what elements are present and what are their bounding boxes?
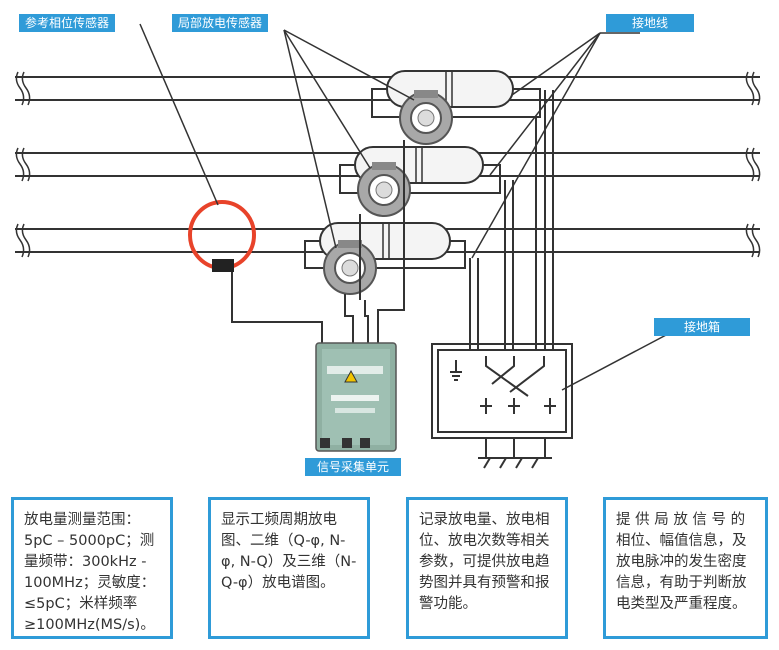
pd-sensor-2	[357, 162, 411, 217]
acquisition-unit-device	[315, 342, 397, 452]
label-acquisition-unit: 信号采集单元	[305, 458, 402, 476]
label-ground-box: 接地箱	[654, 318, 751, 336]
spec-box-analysis: 提 供 局 放 信 号 的 相位、幅值信息，及放电脉冲的发生密度信息，有助于判断…	[603, 497, 768, 639]
pd-sensor-3	[323, 240, 377, 295]
label-pd-sensor: 局部放电传感器	[172, 14, 269, 32]
leader-lines	[139, 23, 669, 391]
spec-box-measurement: 放电量测量范围：5pC – 5000pC；测量频带：300kHz - 100MH…	[11, 497, 173, 639]
cable-break-marks	[15, 71, 761, 258]
spec-box-record: 记录放电量、放电相位、放电次数等相关参数，可提供放电趋势图并具有预警和报警功能。	[406, 497, 568, 639]
ground-leads	[469, 90, 554, 350]
ground-box	[431, 343, 573, 469]
label-reference-phase-sensor: 参考相位传感器	[19, 14, 116, 32]
signal-wires	[231, 140, 405, 347]
reference-ct-ring	[188, 200, 256, 272]
pd-sensor-1	[399, 90, 453, 145]
spec-box-display: 显示工频周期放电图、二维（Q-φ, N-φ, N-Q）及三维（N-Q-φ）放电谱…	[208, 497, 370, 639]
label-ground-wire: 接地线	[606, 14, 695, 32]
